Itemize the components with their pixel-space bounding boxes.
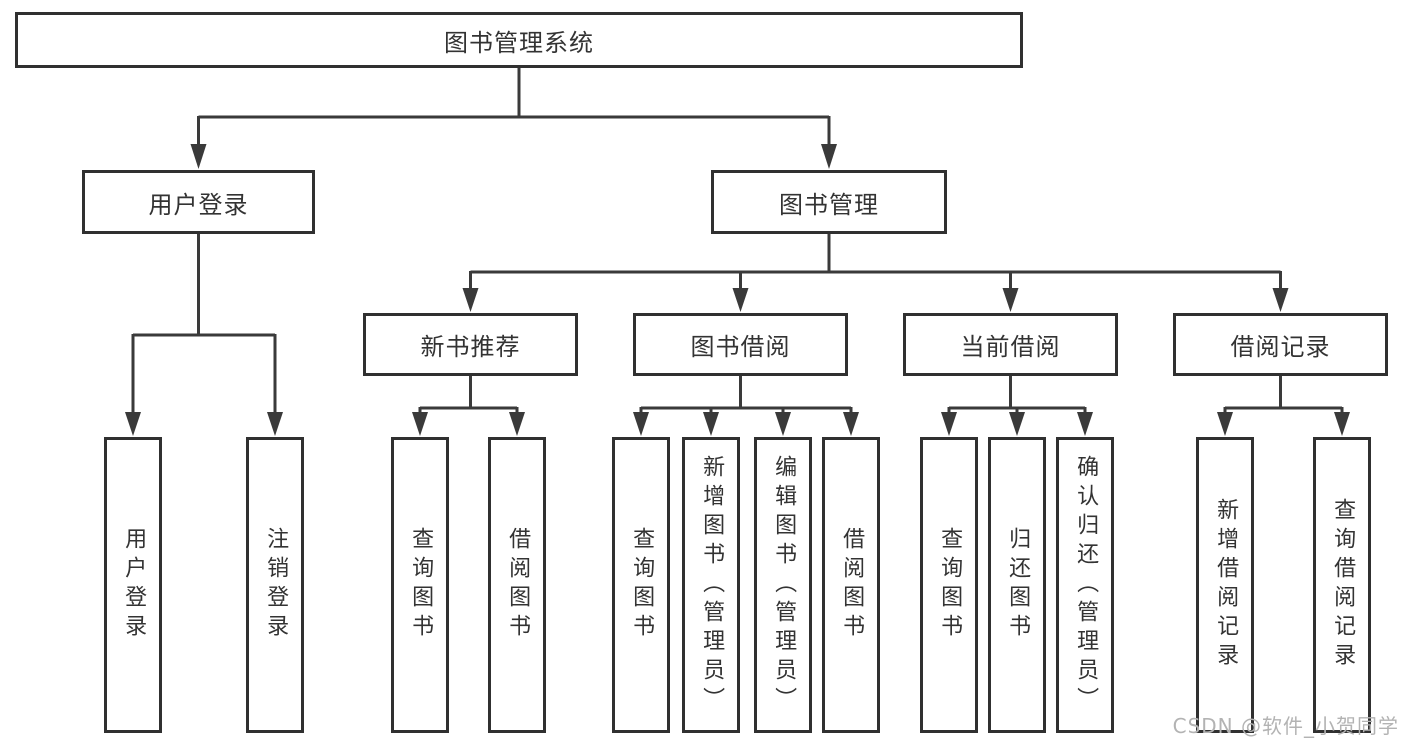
leaf-borrow-books: 借阅图书 <box>822 437 880 733</box>
leaf-add-books-admin: 新增图书（管理员） <box>682 437 740 733</box>
leaf-query-books-current: 查询图书 <box>920 437 978 733</box>
node-borrowing-records-label: 借阅记录 <box>1230 333 1331 361</box>
leaf-borrow-books-label: 借阅图书 <box>839 527 865 643</box>
leaf-query-books-recommend: 查询图书 <box>391 437 449 733</box>
node-user-login: 用户登录 <box>82 170 315 234</box>
leaf-query-borrow-record-label: 查询借阅记录 <box>1330 498 1356 672</box>
leaf-add-borrow-record: 新增借阅记录 <box>1196 437 1254 733</box>
leaf-confirm-return-admin-label: 确认归还（管理员） <box>1073 454 1099 716</box>
leaf-return-books-label: 归还图书 <box>1005 527 1031 643</box>
leaf-user-login: 用户登录 <box>104 437 162 733</box>
leaf-confirm-return-admin: 确认归还（管理员） <box>1056 437 1114 733</box>
csdn-watermark: CSDN @软件_小贺同学 <box>1172 714 1399 738</box>
node-root-label: 图书管理系统 <box>444 28 594 57</box>
node-current-borrowing: 当前借阅 <box>903 313 1118 376</box>
leaf-query-books-borrowing-label: 查询图书 <box>629 527 655 643</box>
leaf-edit-books-admin-label: 编辑图书（管理员） <box>771 454 797 716</box>
node-book-management: 图书管理 <box>711 170 947 234</box>
leaf-logout: 注销登录 <box>246 437 304 733</box>
leaf-query-books-current-label: 查询图书 <box>937 527 963 643</box>
node-book-borrowing-label: 图书借阅 <box>690 333 791 361</box>
leaf-user-login-label: 用户登录 <box>121 527 147 643</box>
leaf-query-books-recommend-label: 查询图书 <box>408 527 434 643</box>
node-user-login-label: 用户登录 <box>148 190 249 219</box>
node-current-borrowing-label: 当前借阅 <box>960 333 1061 361</box>
node-root-library-system: 图书管理系统 <box>15 12 1023 68</box>
leaf-add-borrow-record-label: 新增借阅记录 <box>1213 498 1239 672</box>
node-book-management-label: 图书管理 <box>779 190 879 219</box>
leaf-return-books: 归还图书 <box>988 437 1046 733</box>
node-new-book-recommendation: 新书推荐 <box>363 313 578 376</box>
node-borrowing-records: 借阅记录 <box>1173 313 1388 376</box>
node-new-book-recommendation-label: 新书推荐 <box>420 333 521 361</box>
node-book-borrowing: 图书借阅 <box>633 313 848 376</box>
leaf-logout-label: 注销登录 <box>263 527 289 643</box>
leaf-add-books-admin-label: 新增图书（管理员） <box>699 454 725 716</box>
leaf-edit-books-admin: 编辑图书（管理员） <box>754 437 812 733</box>
leaf-borrow-books-recommend-label: 借阅图书 <box>505 527 531 643</box>
leaf-query-books-borrowing: 查询图书 <box>612 437 670 733</box>
leaf-query-borrow-record: 查询借阅记录 <box>1313 437 1371 733</box>
leaf-borrow-books-recommend: 借阅图书 <box>488 437 546 733</box>
